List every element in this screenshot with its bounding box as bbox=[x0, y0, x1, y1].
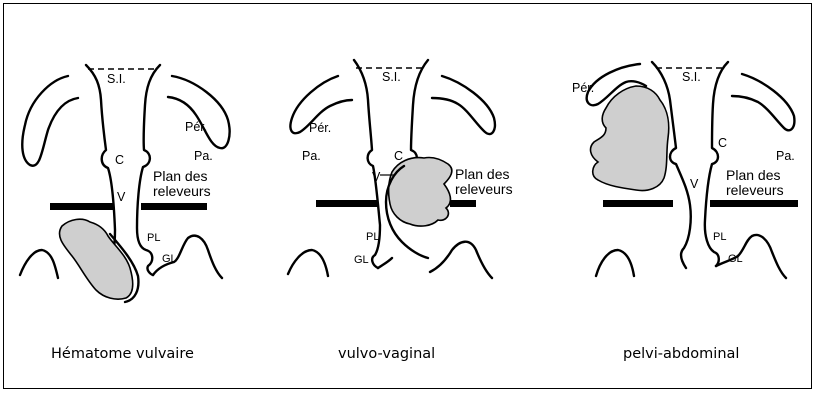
caption-vulvo-vaginal: vulvo-vaginal bbox=[338, 346, 435, 362]
panel-vulvaire: S.I. Pér. Pa. C V Plan des releveurs PL … bbox=[20, 65, 230, 362]
levator-bar-right bbox=[141, 203, 207, 210]
label-plan-des: Plan des bbox=[153, 168, 207, 184]
label-pl: PL bbox=[713, 231, 726, 243]
label-pa: Pa. bbox=[194, 149, 213, 163]
hematoma-vulvo-vaginal bbox=[389, 157, 452, 226]
label-pa: Pa. bbox=[302, 149, 321, 163]
label-si: S.I. bbox=[382, 70, 401, 84]
canal-right-wall bbox=[410, 60, 428, 167]
right-bottom-bumps bbox=[378, 258, 392, 268]
label-releveurs: releveurs bbox=[153, 183, 211, 199]
label-pl: PL bbox=[366, 231, 379, 243]
label-releveurs: releveurs bbox=[726, 182, 784, 198]
left-bottom-bump bbox=[596, 250, 634, 276]
label-c: C bbox=[115, 153, 124, 167]
label-si: S.I. bbox=[682, 70, 701, 84]
label-plan-des: Plan des bbox=[455, 166, 509, 182]
levator-bar-left bbox=[603, 200, 673, 207]
right-pelvic-curve bbox=[732, 74, 794, 130]
label-gl: GL bbox=[162, 253, 177, 265]
label-v: V bbox=[690, 177, 699, 191]
label-per: Pér. bbox=[309, 121, 331, 135]
label-per: Pér. bbox=[572, 81, 594, 95]
levator-bar-left bbox=[316, 200, 378, 207]
label-si: S.I. bbox=[107, 72, 126, 86]
label-pa: Pa. bbox=[776, 149, 795, 163]
label-v: V bbox=[117, 190, 126, 204]
hematoma-vulvaire bbox=[59, 219, 132, 299]
label-pl: PL bbox=[147, 232, 160, 244]
panel-vulvo-vaginal: S.I. Pér. Pa. C V Plan des releveurs PL … bbox=[288, 60, 513, 362]
levator-bar-left bbox=[50, 203, 114, 210]
right-bottom-bumps bbox=[716, 235, 786, 278]
levator-bar-right bbox=[450, 200, 476, 207]
right-bottom-curve bbox=[430, 242, 492, 278]
left-bottom-bump bbox=[20, 250, 58, 278]
right-pelvic-curve bbox=[432, 76, 495, 134]
label-plan-des: Plan des bbox=[726, 167, 780, 183]
levator-bar-right bbox=[710, 200, 798, 207]
caption-pelvi-abdominal: pelvi-abdominal bbox=[623, 346, 739, 362]
label-v: V bbox=[372, 170, 381, 184]
label-gl: GL bbox=[354, 254, 369, 266]
panel-pelvi-abdominal: S.I. Pér. Pa. C V Plan des releveurs PL … bbox=[572, 62, 798, 362]
label-c: C bbox=[718, 136, 727, 150]
label-per: Pér. bbox=[185, 120, 207, 134]
left-bottom-bump bbox=[288, 250, 328, 276]
right-pelvic-curve bbox=[168, 76, 230, 148]
label-releveurs: releveurs bbox=[455, 181, 513, 197]
left-pelvic-curve bbox=[22, 76, 78, 166]
label-gl: GL bbox=[728, 253, 743, 265]
caption-vulvaire: Hématome vulvaire bbox=[51, 346, 194, 362]
label-c: C bbox=[394, 149, 403, 163]
